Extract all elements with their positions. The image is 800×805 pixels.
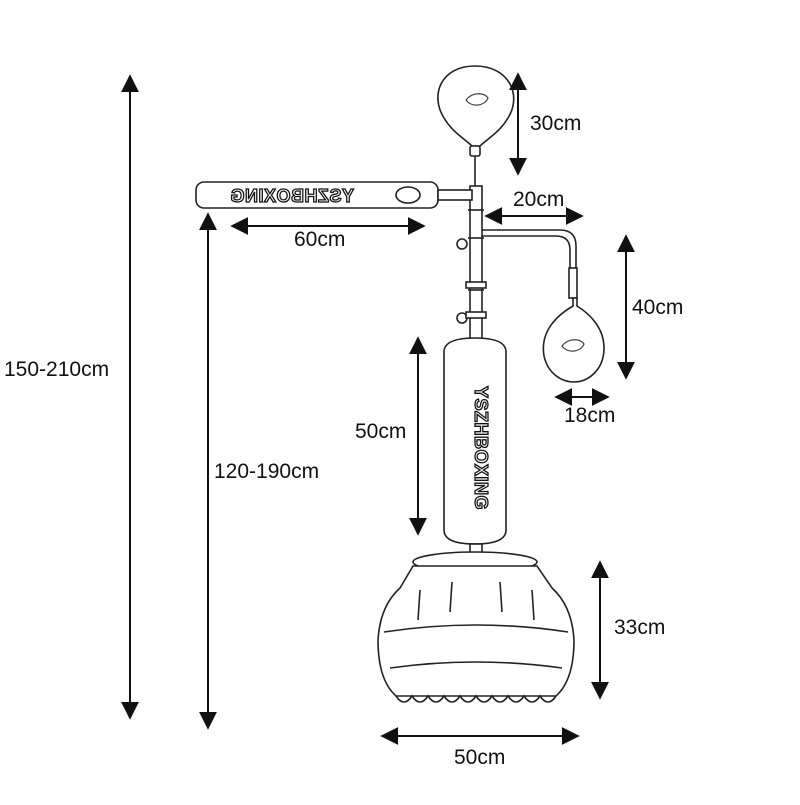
hanging-ball-height-label: 40cm <box>632 296 684 319</box>
base-width-label: 50cm <box>454 746 506 769</box>
hanging-ball-width-label: 18cm <box>564 404 616 427</box>
hanging-speed-ball <box>542 297 605 383</box>
bag-brand-text: YSZHBOXING <box>471 386 491 510</box>
body-bag-height-label: 50cm <box>355 420 407 443</box>
top-speed-ball <box>437 65 515 157</box>
total-height-label: 150-210cm <box>4 358 110 381</box>
padded-arm <box>195 181 473 209</box>
arm-length-label: 60cm <box>294 228 346 251</box>
arm-height-label: 120-190cm <box>214 460 320 483</box>
base-height-label: 33cm <box>614 616 666 639</box>
top-ball-height-label: 30cm <box>530 112 582 135</box>
center-pole <box>456 156 487 342</box>
arm-brand-text: YSZHBOXING <box>230 186 354 206</box>
weighted-base <box>377 551 575 703</box>
curved-arm <box>482 229 578 299</box>
dimension-arrows <box>121 72 635 745</box>
arm-offset-label: 20cm <box>513 188 565 211</box>
